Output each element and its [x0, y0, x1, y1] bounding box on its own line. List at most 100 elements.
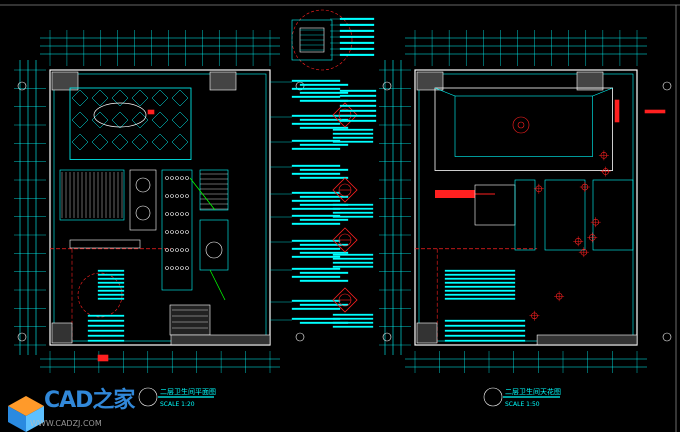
drawing-title-symbol — [483, 387, 503, 407]
note-line — [332, 257, 374, 260]
ceiling-light — [517, 121, 525, 129]
note-line — [339, 104, 377, 107]
note-line — [291, 122, 341, 125]
note-line — [299, 195, 349, 198]
tile-dot — [180, 212, 184, 216]
note-line — [339, 99, 377, 102]
wall-column — [51, 71, 79, 91]
note-line — [339, 41, 375, 44]
ceiling-note-arrow — [435, 190, 475, 198]
bathtub-area — [69, 87, 192, 160]
note-line — [291, 191, 341, 194]
note-line — [291, 139, 341, 142]
floor-tile-pattern — [171, 133, 189, 151]
note-line — [339, 53, 375, 56]
note-line — [87, 324, 125, 327]
tile-dot — [170, 176, 174, 180]
note-line — [299, 83, 349, 86]
note-line — [299, 279, 349, 282]
floor-plan-left — [14, 30, 305, 373]
tile-dot — [170, 194, 174, 198]
note-line — [332, 325, 374, 328]
wall-column — [416, 322, 438, 344]
watermark-url: WWW.CADZJ.COM — [30, 419, 102, 428]
floor-tile-pattern — [71, 89, 89, 107]
note-line — [339, 109, 377, 112]
note-line — [291, 79, 341, 82]
note-line — [332, 203, 374, 206]
detail-callout — [291, 9, 353, 71]
right-drawing-scale: SCALE 1:50 — [505, 401, 540, 408]
note-line — [444, 281, 516, 284]
floor-drain-area — [169, 304, 211, 336]
note-line — [332, 128, 374, 131]
note-line — [444, 293, 516, 296]
cad-rect — [592, 179, 634, 251]
note-line — [339, 47, 375, 50]
grid-axis-bubble — [382, 81, 392, 91]
note-line — [339, 119, 377, 122]
drawing-title-symbol — [138, 387, 158, 407]
note-line — [299, 218, 349, 221]
tile-dot — [170, 266, 174, 270]
toilet-corridor — [161, 169, 193, 291]
cad-line — [209, 269, 226, 301]
cad-logo-icon — [8, 396, 44, 432]
grid-axis-bubble — [295, 332, 305, 342]
note-line — [339, 35, 375, 38]
floor-tile-pattern — [131, 89, 149, 107]
vanity — [129, 169, 157, 231]
floor-tile-pattern — [71, 133, 89, 151]
marker — [614, 99, 620, 123]
note-line — [299, 271, 349, 274]
wall-column — [51, 322, 73, 344]
note-line — [339, 23, 375, 26]
floor-tile-pattern — [91, 133, 109, 151]
cad-rect — [544, 179, 586, 251]
tile-dot — [180, 176, 184, 180]
note-line — [291, 222, 341, 225]
note-line — [444, 324, 526, 327]
tile-dot — [165, 176, 169, 180]
note-line — [444, 339, 526, 342]
wall-segment — [536, 334, 638, 346]
note-line — [87, 334, 125, 337]
left-drawing-scale: SCALE 1:20 — [160, 401, 195, 408]
floor-tile-pattern — [71, 111, 89, 129]
tile-dot — [175, 194, 179, 198]
grid-axis-bubble — [17, 332, 27, 342]
section-marker-icon — [332, 287, 358, 313]
marker — [97, 354, 109, 362]
note-line — [332, 265, 374, 268]
sink — [135, 177, 151, 193]
floor-tile-pattern — [111, 133, 129, 151]
note-line — [291, 239, 341, 242]
section-marker-icon — [332, 227, 358, 253]
ceiling-soffit — [434, 87, 614, 171]
tile-dot — [165, 248, 169, 252]
tile-dot — [175, 248, 179, 252]
note-line — [97, 289, 125, 292]
cad-line — [434, 87, 456, 97]
floor-tile-pattern — [171, 89, 189, 107]
grid-axis-bubble — [382, 332, 392, 342]
note-line — [291, 199, 341, 202]
tile-dot — [185, 230, 189, 234]
note-line — [332, 313, 374, 316]
note-line — [97, 293, 125, 296]
cad-rect — [53, 73, 267, 342]
note-line — [444, 277, 516, 280]
note-line — [299, 126, 349, 129]
note-line — [339, 17, 375, 20]
note-line — [97, 285, 125, 288]
towel-bar — [69, 239, 141, 249]
right-drawing-title: 二层卫生间天花图 — [505, 388, 561, 396]
note-line — [339, 114, 377, 117]
note-line — [97, 281, 125, 284]
cad-rect — [514, 179, 536, 251]
note-line — [299, 303, 349, 306]
shower-area — [59, 169, 125, 221]
wall-column — [416, 71, 444, 91]
note-line — [87, 314, 125, 317]
